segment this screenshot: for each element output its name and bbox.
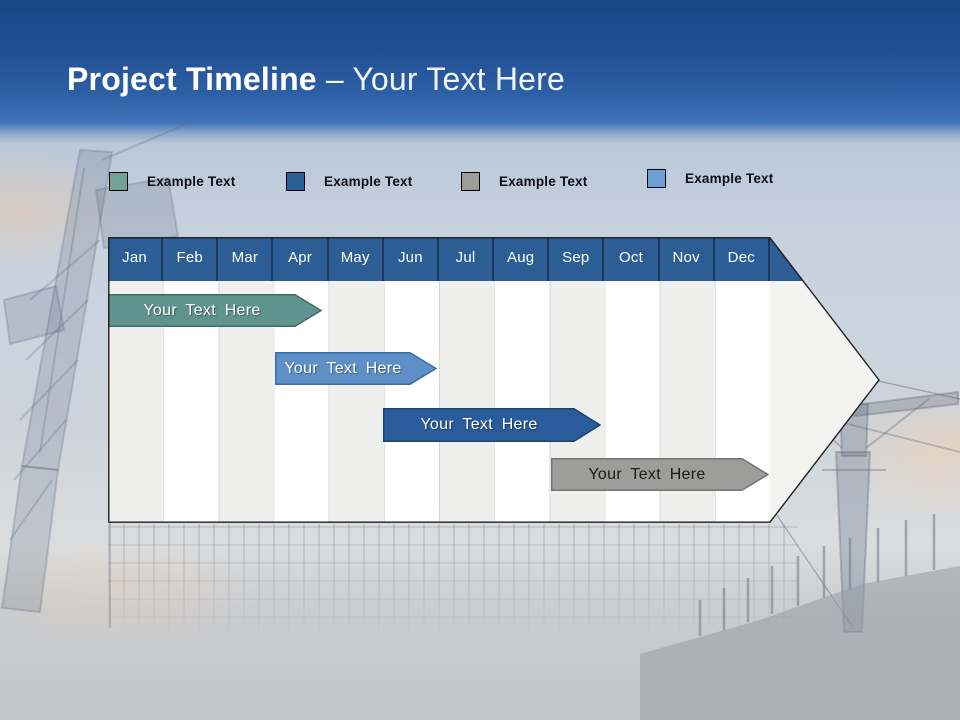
left-crane-icon — [0, 119, 197, 614]
legend-item-darkblue[interactable]: Example Text — [286, 169, 412, 193]
dirt-mound — [640, 566, 960, 720]
month-header-cell: Jun — [384, 237, 439, 281]
month-header-cell: Nov — [660, 237, 715, 281]
legend-swatch-lightblue — [647, 168, 666, 188]
rebar-sticks — [698, 514, 936, 636]
legend-item-lightblue[interactable]: Example Text — [647, 166, 773, 190]
slide-title-placeholder: – Your Text Here — [325, 61, 566, 97]
month-header-cell: Aug — [494, 237, 550, 281]
month-header-cell: Mar — [218, 237, 274, 281]
timeline-arrow-shape[interactable]: Jan Feb Mar Apr May Jun Jul Aug Sep Oct … — [108, 237, 880, 523]
scaffolding-texture — [108, 524, 798, 636]
legend-swatch-darkblue — [286, 171, 305, 191]
legend-item-teal[interactable]: Example Text — [109, 169, 235, 193]
timeline-bar-apr-jun[interactable]: Your Text Here — [275, 352, 437, 385]
month-header-row: Jan Feb Mar Apr May Jun Jul Aug Sep Oct … — [108, 237, 880, 281]
slide-title-main: Project Timeline — [67, 61, 317, 97]
bar-label: Your Text Here — [143, 301, 261, 319]
month-header-cell: Oct — [604, 237, 660, 281]
bar-label: Your Text Here — [420, 416, 538, 433]
month-header-cell: Sep — [549, 237, 605, 281]
month-header-cell: Jul — [439, 237, 495, 281]
month-header-cell: Apr — [273, 237, 329, 281]
legend-item-label: Example Text — [324, 173, 413, 189]
timeline-bar-jun-sep[interactable]: Your Text Here — [383, 408, 601, 442]
slide-title[interactable]: Project Timeline– Your Text Here — [67, 60, 565, 98]
legend-swatch-teal — [109, 171, 128, 191]
month-header-cell: May — [329, 237, 384, 281]
month-header-cell: Feb — [163, 237, 219, 281]
month-header-cell: Dec — [715, 237, 770, 281]
timeline-bar-sep-dec[interactable]: Your Text Here — [551, 458, 769, 491]
legend-item-gray[interactable]: Example Text — [461, 169, 587, 193]
legend-swatch-gray — [461, 171, 480, 191]
legend-item-label: Example Text — [147, 173, 236, 189]
bar-label: Your Text Here — [588, 465, 706, 483]
legend-item-label: Example Text — [499, 173, 588, 189]
timeline-bar-jan-apr[interactable]: Your Text Here — [108, 294, 322, 327]
bar-label: Your Text Here — [284, 359, 402, 377]
legend-item-label: Example Text — [685, 170, 774, 186]
month-header-cell: Jan — [108, 237, 164, 281]
